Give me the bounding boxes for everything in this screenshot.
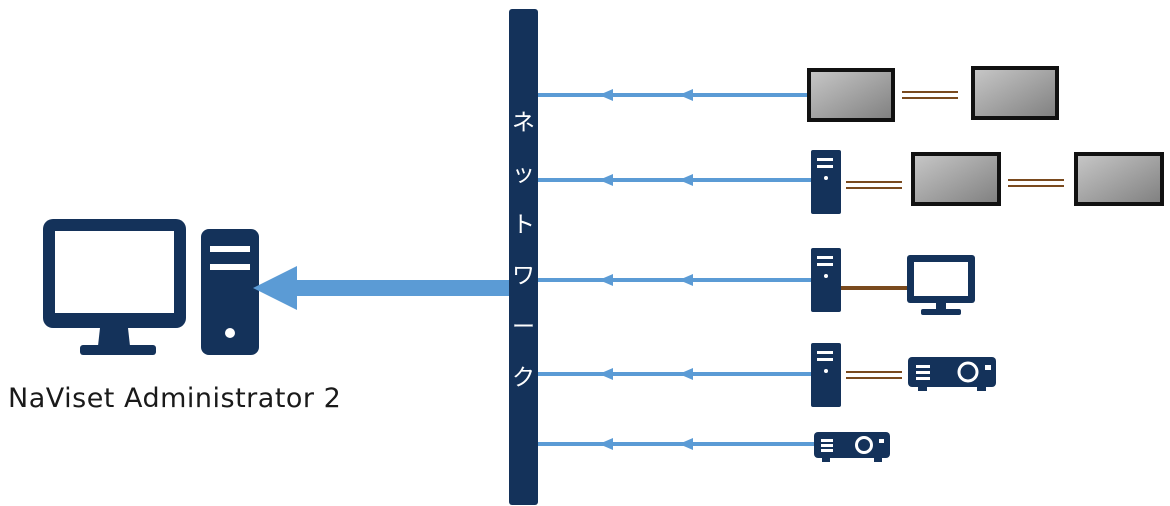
row-5-arrow (538, 438, 816, 450)
row-2-arrow (538, 174, 812, 186)
row-1-arrow (538, 89, 810, 101)
network-label-char: ッ (512, 161, 535, 187)
row-3-devices (811, 248, 975, 315)
row-arrows (538, 89, 816, 450)
monitor-icon (907, 255, 975, 315)
cable-double-icon (846, 371, 902, 379)
row-3-arrow (538, 274, 812, 286)
network-label: ネ ッ ト ワ ー ク (509, 112, 538, 418)
projector-icon (814, 432, 890, 462)
admin-pc-icon (43, 219, 259, 355)
network-label-char: ワ (512, 263, 535, 289)
admin-label: NaViset Administrator 2 (8, 383, 342, 414)
pc-tower-icon (811, 248, 841, 312)
main-arrow (253, 266, 510, 310)
network-label-char: ネ (512, 110, 535, 136)
network-label-char: ト (512, 212, 535, 238)
row-4-arrow (538, 368, 812, 380)
projector-icon (908, 357, 996, 391)
pc-tower-icon (811, 150, 841, 214)
display-icon (971, 66, 1059, 120)
cable-double-icon (1008, 179, 1064, 187)
pc-tower-icon (811, 343, 841, 407)
row-5-devices (814, 432, 890, 462)
cable-double-icon (846, 181, 902, 189)
display-icon (911, 152, 1001, 206)
cable-double-icon (902, 91, 958, 99)
display-icon (807, 68, 895, 122)
display-icon (1074, 152, 1164, 206)
row-2-devices (811, 150, 1164, 214)
row-4-devices (811, 343, 996, 407)
network-bar (509, 9, 538, 505)
row-1-devices (807, 66, 1059, 122)
network-label-char: ク (512, 365, 535, 391)
network-label-char: ー (512, 314, 535, 340)
